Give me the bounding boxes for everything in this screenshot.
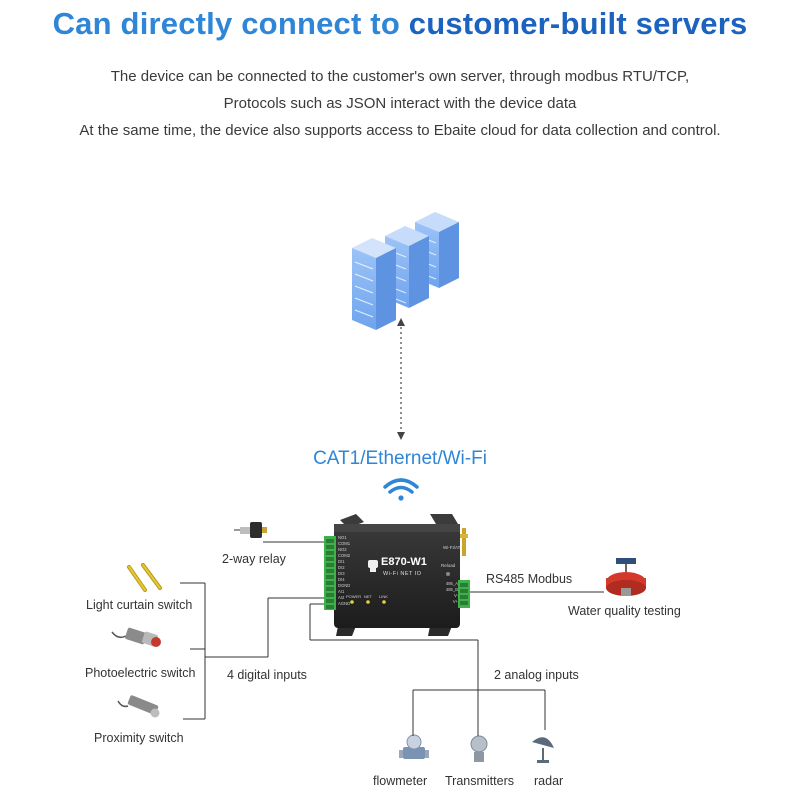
- device-led-power: POWER: [346, 594, 362, 599]
- label-photoelectric: Photoelectric switch: [85, 666, 196, 680]
- description-line-2: Protocols such as JSON interact with the…: [223, 95, 577, 112]
- device-subtitle: Wi-Fi NET IO: [383, 571, 422, 577]
- water-quality-sensor-icon: [606, 558, 646, 596]
- photoelectric-sensor-icon: [111, 627, 161, 647]
- description-line-1: The device can be connected to the custo…: [110, 68, 690, 85]
- pin-label: COM2: [338, 553, 351, 558]
- label-light-curtain: Light curtain switch: [86, 598, 193, 612]
- pin-label: NO2: [338, 547, 347, 552]
- pin-label: AGND: [338, 601, 351, 606]
- connection-lines: [180, 541, 604, 736]
- pin-label: DI2: [338, 565, 345, 570]
- pin-label: DI3: [338, 571, 345, 576]
- device-left-pins: NO1 COM1 NO2 COM2 DI1 DI2 DI3 DI4 DGND A…: [338, 535, 352, 607]
- title-part-2: customer-built servers: [408, 6, 748, 41]
- relay-icon: [234, 522, 267, 538]
- transmitter-icon: [470, 735, 488, 762]
- pin-label: V-: [454, 593, 458, 598]
- device-led-net: NET: [364, 594, 372, 599]
- label-radar: radar: [534, 774, 564, 788]
- server-link-arrow: [397, 318, 405, 440]
- protocol-label: CAT1/Ethernet/Wi-Fi: [313, 448, 487, 469]
- device-model: E870-W1: [381, 556, 427, 568]
- description-line-3: At the same time, the device also suppor…: [79, 122, 721, 139]
- wifi-icon: [383, 478, 419, 501]
- label-digital-inputs: 4 digital inputs: [227, 668, 307, 682]
- light-curtain-icon: [127, 563, 162, 592]
- pin-label: V+: [452, 599, 458, 604]
- flowmeter-icon: [399, 734, 429, 759]
- label-rs485: RS485 Modbus: [486, 572, 573, 586]
- label-analog-inputs: 2 analog inputs: [494, 668, 579, 682]
- pin-label: DI1: [338, 559, 345, 564]
- label-water-quality: Water quality testing: [568, 604, 681, 618]
- pin-label: NO1: [338, 535, 347, 540]
- pin-label: DGND: [338, 583, 351, 588]
- title-part-1: Can directly connect to: [52, 6, 409, 41]
- pin-label: 485_B: [445, 587, 458, 592]
- pin-label: COM1: [338, 541, 351, 546]
- server-stack-icon: [352, 212, 459, 330]
- label-proximity: Proximity switch: [94, 731, 184, 745]
- device-side-label-wifi-at: Wi-FI/AT: [443, 545, 461, 550]
- pin-label: AI1: [338, 589, 345, 594]
- device-led-link: LINK: [379, 594, 388, 599]
- label-flowmeter: flowmeter: [373, 774, 428, 788]
- pin-label: AI2: [338, 595, 345, 600]
- pin-label: DI4: [338, 577, 345, 582]
- page-title: Can directly connect to customer-built s…: [0, 6, 800, 42]
- proximity-sensor-icon: [117, 695, 160, 718]
- device-e870-w1: [324, 514, 470, 636]
- label-relay: 2-way relay: [222, 552, 286, 566]
- pin-label: 485_A: [445, 581, 458, 586]
- device-right-pins: 485_A 485_B V- V+: [444, 581, 458, 605]
- radar-icon: [532, 737, 554, 763]
- label-transmitters: Transmitters: [445, 774, 514, 788]
- device-side-label-reload: Reload: [441, 563, 456, 568]
